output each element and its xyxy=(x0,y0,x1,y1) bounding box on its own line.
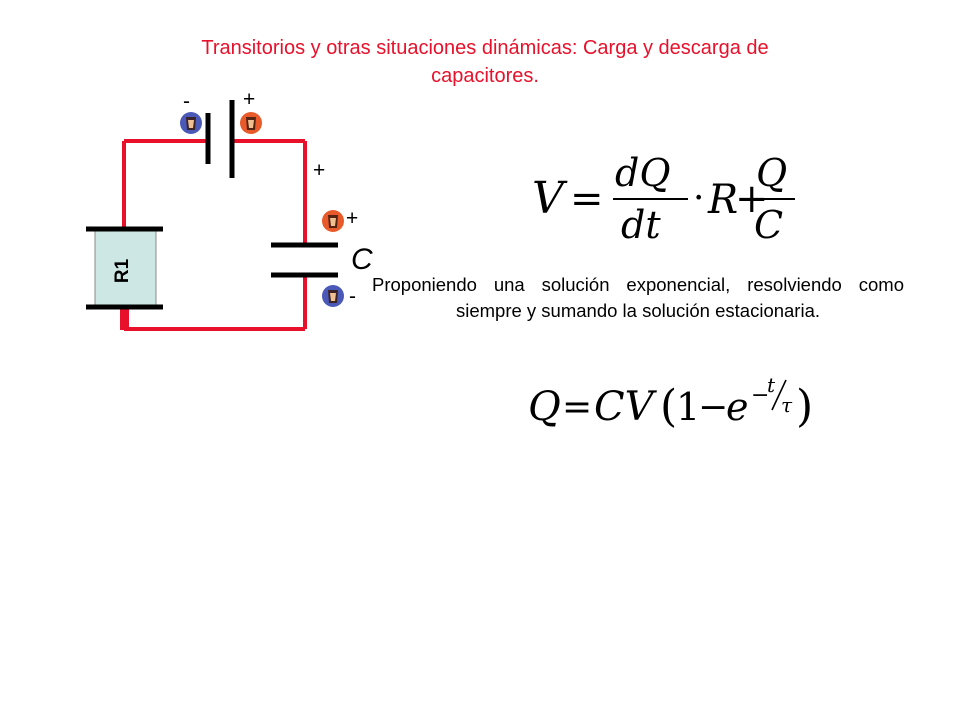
eq1-dot: · xyxy=(693,178,704,219)
resistor-body xyxy=(94,229,157,308)
equation-solution: Q = CV ( 1 − e − t τ ) xyxy=(528,376,813,432)
capacitor-plus-sign: + xyxy=(346,207,359,230)
eq1-num2: Q xyxy=(756,151,787,195)
resistor-label: R1 xyxy=(112,258,133,284)
resistor-lead xyxy=(120,306,129,330)
equation-circuit: V = dQ dt · R + Q C xyxy=(532,151,795,242)
eq2-close-paren: ) xyxy=(796,381,813,432)
eq1-v: V xyxy=(532,173,568,224)
probe-icon xyxy=(322,285,344,307)
slide-title: Transitorios y otras situaciones dinámic… xyxy=(201,37,769,87)
wire-plus-sign: + xyxy=(313,159,326,182)
probe-icon xyxy=(240,112,262,134)
eq2-q: Q xyxy=(528,384,561,430)
capacitor-label: C xyxy=(351,243,373,276)
capacitor xyxy=(271,242,338,278)
battery xyxy=(205,100,235,178)
eq2-exp-minus: − xyxy=(751,383,769,408)
eq2-exp-slash xyxy=(771,379,787,411)
eq2-cv: CV xyxy=(594,384,658,430)
eq2-open-paren: ( xyxy=(660,381,677,432)
eq2-equals: = xyxy=(562,387,592,428)
eq1-r: R xyxy=(707,177,738,223)
eq2-one: 1 xyxy=(676,385,700,429)
eq1-den1: dt xyxy=(621,203,661,242)
eq1-den2: C xyxy=(754,203,783,242)
eq1-equals: = xyxy=(570,176,604,222)
eq2-exp-den: τ xyxy=(781,393,793,417)
eq2-minus: − xyxy=(698,387,728,428)
battery-minus-sign: - xyxy=(183,90,190,113)
resistor xyxy=(86,226,163,310)
eq2-exp-num: t xyxy=(767,376,776,397)
eq2-e: e xyxy=(726,385,749,429)
solution-paragraph: Proponiendo una solución exponencial, re… xyxy=(372,274,904,321)
eq1-num1: dQ xyxy=(615,151,670,195)
capacitor-minus-sign: - xyxy=(349,285,356,308)
probe-icon xyxy=(322,210,344,232)
battery-plus-sign: + xyxy=(243,88,256,111)
probe-icon xyxy=(180,112,202,134)
